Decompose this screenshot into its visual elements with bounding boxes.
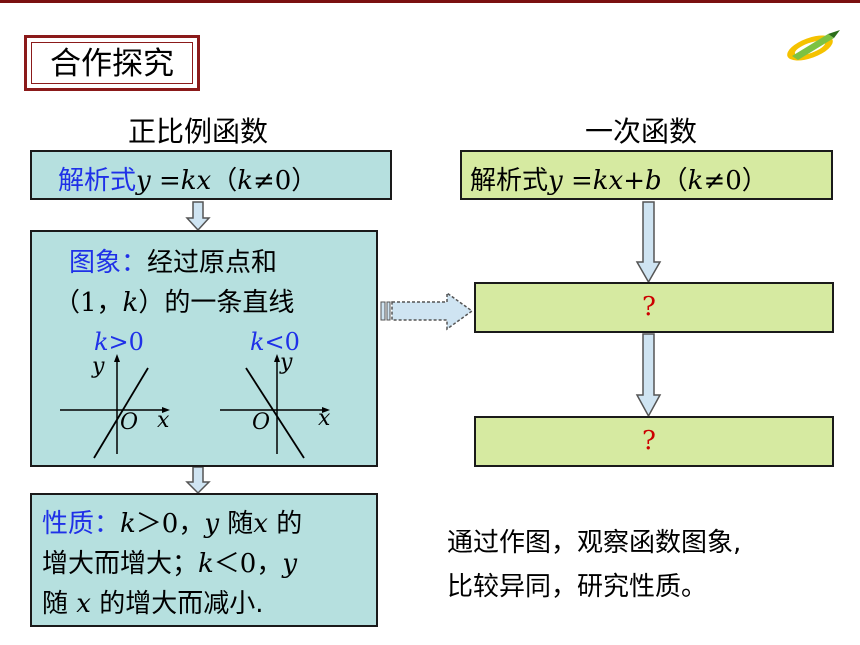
formula-k: k (687, 166, 704, 196)
case-k: k (250, 328, 265, 356)
case-negative-label: k<0 (250, 328, 300, 356)
props-line-1: 性质：k＞0，y 随x 的 (42, 503, 302, 540)
origin-label: O (120, 410, 139, 435)
formula-paren: （ (661, 166, 688, 196)
case-positive-label: k>0 (94, 328, 144, 356)
question-mark: ? (642, 426, 656, 456)
props-k: k (198, 549, 214, 579)
props-text: 增大而增大； (42, 549, 199, 579)
props-text: 随 (42, 589, 77, 619)
title-box: 合作探究 (24, 35, 200, 91)
question-box-2: ? (474, 416, 834, 467)
formula-y: y (548, 166, 563, 196)
axis-y-label: y (92, 354, 105, 379)
question-mark: ? (642, 292, 656, 322)
instruction-line-1: 通过作图，观察函数图象, (447, 528, 742, 558)
formula-label: 解析式 (470, 166, 549, 196)
axis-x-label: x (318, 406, 331, 431)
case-cond: <0 (264, 328, 300, 356)
graph-negative-slope (220, 354, 330, 459)
props-k: k (120, 509, 136, 539)
formula-paren: （ (211, 166, 238, 196)
page-title: 合作探究 (31, 42, 193, 84)
formula-k: k (237, 166, 253, 196)
graph-line2-rest: ）的一条直线 (138, 288, 295, 318)
graph-label: 图象： (69, 248, 148, 278)
axis-y-label: y (280, 350, 293, 375)
graph-box: 图象：经过原点和 （1，k）的一条直线 k>0 k<0 y O x y O x (30, 230, 378, 467)
graph-line-2: （1，k）的一条直线 (54, 282, 294, 319)
formula-b: b (645, 166, 662, 196)
down-arrow-icon (185, 201, 211, 232)
formula-ne: ≠0） (703, 166, 768, 196)
function-line (93, 367, 149, 459)
question-box-1: ? (474, 282, 834, 333)
formula-y: y (136, 166, 151, 196)
left-formula: 解析式y =kx（k≠0） (58, 160, 317, 197)
left-formula-box: 解析式y =kx（k≠0） (30, 150, 392, 200)
right-formula: 解析式y =kx+b（k≠0） (470, 160, 768, 197)
props-line-3: 随 x 的增大而减小. (42, 583, 263, 620)
origin-label: O (252, 410, 271, 435)
properties-box: 性质：k＞0，y 随x 的 增大而增大；k＜0，y 随 x 的增大而减小. (30, 493, 378, 627)
graph-line-1: 图象：经过原点和 (69, 242, 277, 279)
case-k: k (94, 328, 109, 356)
graph-line2-open: （1， (54, 288, 123, 318)
function-line (245, 367, 305, 459)
down-arrow-icon (635, 333, 662, 418)
formula-eq: = (150, 166, 181, 196)
formula-eq: = (562, 166, 593, 196)
props-x: x (76, 589, 91, 619)
case-cond: >0 (108, 328, 144, 356)
x-axis-arrow (162, 407, 170, 413)
formula-kx: kx (180, 166, 212, 196)
formula-plus: + (623, 166, 645, 196)
props-y: y (282, 549, 298, 579)
down-arrow-icon (635, 201, 662, 284)
formula-ne: ≠0） (252, 166, 318, 196)
graph-line1-text: 经过原点和 (147, 248, 278, 278)
props-text: ＞0， (135, 509, 205, 539)
top-border (0, 0, 860, 3)
formula-label: 解析式 (58, 166, 137, 196)
left-heading: 正比例函数 (128, 115, 269, 148)
pencil-logo-icon (787, 30, 840, 61)
props-text: 的 (267, 509, 303, 539)
formula-kx: kx (592, 166, 624, 196)
graph-line2-k: k (122, 288, 139, 318)
right-formula-box: 解析式y =kx+b（k≠0） (460, 150, 833, 200)
props-label: 性质： (42, 509, 121, 539)
y-axis-arrow (114, 354, 120, 362)
props-x: x (253, 509, 268, 539)
right-heading: 一次函数 (585, 115, 698, 148)
down-arrow-icon (185, 466, 211, 495)
x-axis-arrow (322, 407, 330, 413)
right-arrow-icon (380, 291, 474, 331)
y-axis-arrow (274, 354, 280, 362)
props-text: 的增大而减小. (90, 589, 264, 619)
props-line-2: 增大而增大；k＜0，y (42, 543, 297, 580)
graph-positive-slope (60, 354, 170, 459)
props-y: y (204, 509, 220, 539)
props-text: ＜0， (213, 549, 283, 579)
props-text: 随 (219, 509, 254, 539)
axis-x-label: x (157, 408, 170, 433)
instruction-line-2: 比较异同，研究性质。 (447, 572, 708, 602)
